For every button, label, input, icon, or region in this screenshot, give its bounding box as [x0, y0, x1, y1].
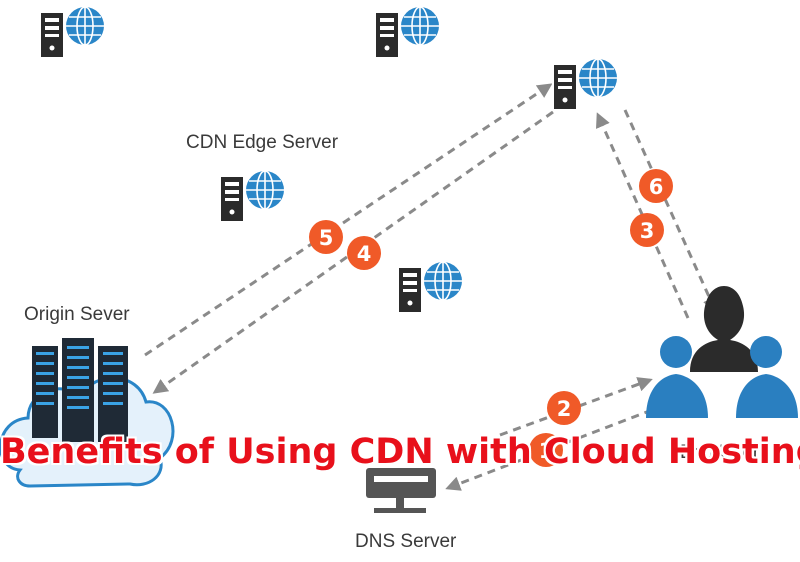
- svg-text:5: 5: [319, 226, 334, 250]
- svg-text:1: 1: [539, 439, 554, 463]
- svg-text:3: 3: [640, 219, 655, 243]
- origin-server-label: Origin Sever: [24, 304, 130, 325]
- origin-server-cloud-icon: [0, 338, 175, 488]
- server-globe-icon: [374, 6, 440, 59]
- dns-server-label: DNS Server: [355, 531, 457, 552]
- arrow-edge-to-users: [623, 109, 717, 313]
- end-users-icon: [646, 286, 798, 418]
- step-badge-6: 6: [639, 169, 673, 203]
- arrow-users-to-edge: [596, 112, 690, 319]
- headline-overlay: Benefits of Using CDN with Cloud Hosting: [0, 432, 800, 472]
- arrow-dns-to-users: [499, 377, 653, 437]
- step-badge-5: 5: [309, 220, 343, 254]
- step-badge-1: 1: [529, 433, 563, 467]
- arrow-origin-to-edge: [144, 83, 553, 357]
- server-globe-icon: [397, 261, 463, 314]
- step-badge-3: 3: [630, 213, 664, 247]
- svg-text:2: 2: [557, 397, 572, 421]
- dns-server-icon: [366, 468, 436, 513]
- server-globe-icon: [39, 6, 105, 59]
- svg-text:4: 4: [357, 242, 372, 266]
- server-globe-icon: [219, 170, 285, 223]
- step-badge-2: 2: [547, 391, 581, 425]
- svg-text:6: 6: [649, 175, 664, 199]
- end-users-label: End Users: [680, 442, 769, 463]
- server-globe-icon: [552, 58, 618, 111]
- step-badge-4: 4: [347, 236, 381, 270]
- cdn-edge-server-label: CDN Edge Server: [186, 132, 339, 153]
